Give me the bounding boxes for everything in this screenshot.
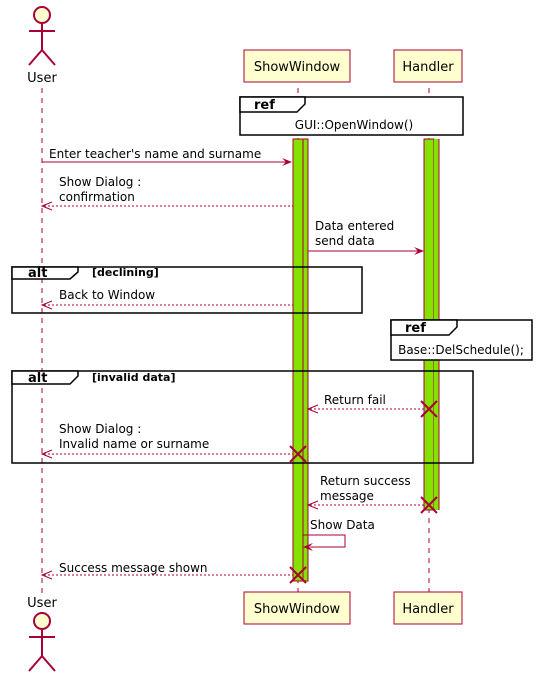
message-label: Return success [320,474,411,488]
arrowhead [282,158,292,166]
arrowhead [306,404,319,414]
arrowhead [303,543,313,551]
actor-user-bottom: User [27,596,57,672]
participant-label-handler: Handler [402,60,454,75]
message-label: Show Dialog : [59,422,141,436]
ref-label: ref [254,98,275,113]
message-label: send data [315,234,375,248]
destroy-x-icon [420,496,438,514]
destroy-x-icon [289,445,307,463]
destroy-x-icon [420,400,438,418]
self-message-line [303,534,346,548]
message-label: confirmation [59,190,135,204]
participant-showwindow-bottom: ShowWindow [243,591,351,625]
actor-user-top: User [27,6,57,86]
participant-box [243,591,351,625]
arrowhead [306,500,319,510]
arrowhead [40,449,53,459]
message-label: Enter teacher's name and surname [49,147,261,161]
arrowhead [40,570,53,580]
participant-label-handler: Handler [402,602,454,617]
message-label: Back to Window [59,288,155,302]
ref-text: Base::DelSchedule(); [398,343,524,357]
message-label: Return fail [324,393,386,407]
fragment-keyword: alt [28,266,47,281]
actor-head-icon [33,6,51,24]
alt-fragment-invalid-data: alt [invalid data] [11,370,474,464]
participant-label-showwindow: ShowWindow [254,60,341,75]
ref-frame-del-schedule: ref Base::DelSchedule(); [390,319,533,361]
actor-head-icon [33,612,51,630]
alt-fragment-declining: alt [declining] [11,266,363,314]
actor-label-user: User [27,596,57,611]
showwindow-activation-shadow [302,138,309,582]
fragment-condition: [invalid data] [92,371,175,384]
participant-showwindow-top: ShowWindow [243,49,351,83]
participant-box [393,591,463,625]
participant-handler-bottom: Handler [393,591,463,625]
message-label: Success message shown [59,561,207,575]
participant-handler-top: Handler [393,49,463,83]
showwindow-activation [292,138,304,582]
destroy-x-icon [289,566,307,584]
arrowhead [40,300,53,310]
ref-text: GUI::OpenWindow() [295,118,413,132]
ref-label: ref [405,321,426,336]
participant-box [393,49,463,83]
arrowhead [414,247,424,255]
ref-frame-open-window: ref GUI::OpenWindow() [239,96,464,136]
participant-box [243,49,351,83]
message-label: Show Dialog : [59,175,141,189]
participant-label-showwindow: ShowWindow [254,602,341,617]
fragment-keyword: alt [28,371,47,386]
fragment-condition: [declining] [92,266,159,279]
message-label: Invalid name or surname [59,437,209,451]
arrowhead [40,201,53,211]
message-label: message [320,489,374,503]
message-label: Data entered [315,219,394,233]
actor-label-user: User [27,71,57,86]
message-label: Show Data [310,518,375,532]
